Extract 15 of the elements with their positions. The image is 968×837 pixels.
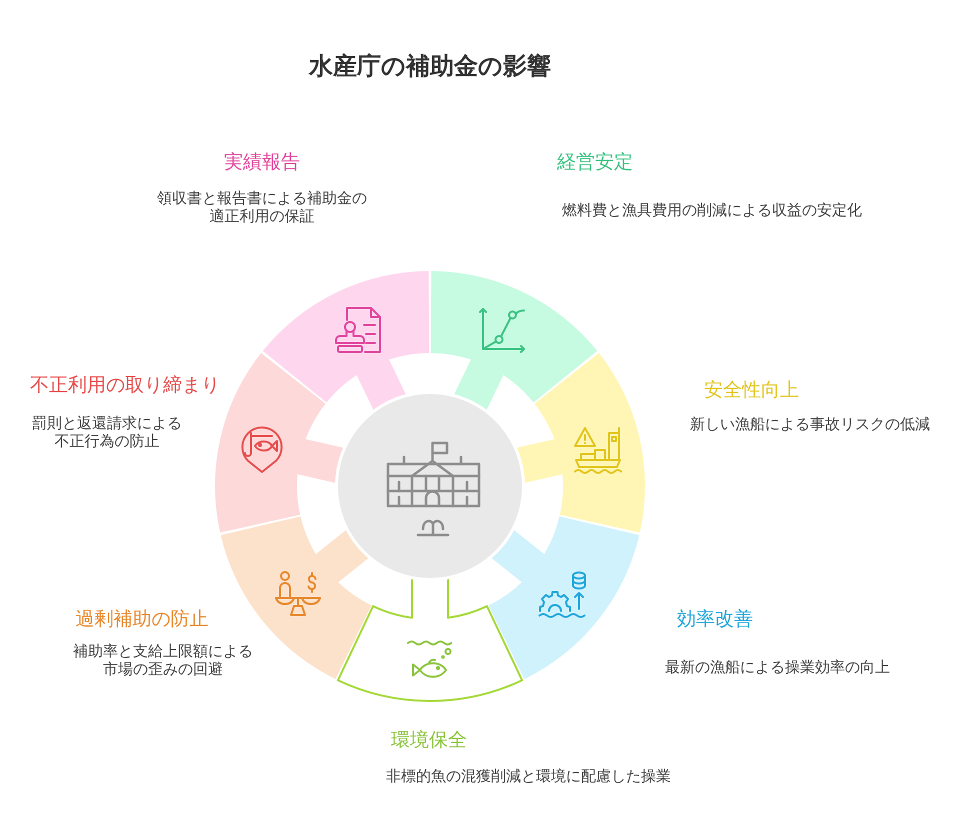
topic-heading: 実績報告: [224, 150, 300, 174]
topic-heading: 不正利用の取り締まり: [30, 374, 220, 396]
topic-heading: 過剰補助の防止: [76, 608, 208, 630]
topic-heading: 効率改善: [677, 608, 753, 630]
topic-description: 罰則と返還請求による不正行為の防止: [31, 414, 183, 450]
topic-heading: 環境保全: [391, 728, 467, 752]
topic-description: 非標的魚の混獲削減と環境に配慮した操業: [386, 766, 671, 785]
topic-description: 新しい漁船による事故リスクの低減: [690, 414, 930, 433]
topic-description: 領収書と報告書による補助金の適正利用の保証: [156, 188, 368, 226]
topic-description: 最新の漁船による操業効率の向上: [665, 658, 890, 676]
topic-description: 燃料費と漁具費用の削減による収益の安定化: [562, 200, 862, 219]
topic-heading: 経営安定: [557, 150, 633, 174]
topic-description: 補助率と支給上限額による市場の歪みの回避: [72, 642, 254, 678]
diagram-title: 水産庁の補助金の影響: [309, 51, 551, 81]
topic-heading: 安全性向上: [704, 378, 799, 402]
